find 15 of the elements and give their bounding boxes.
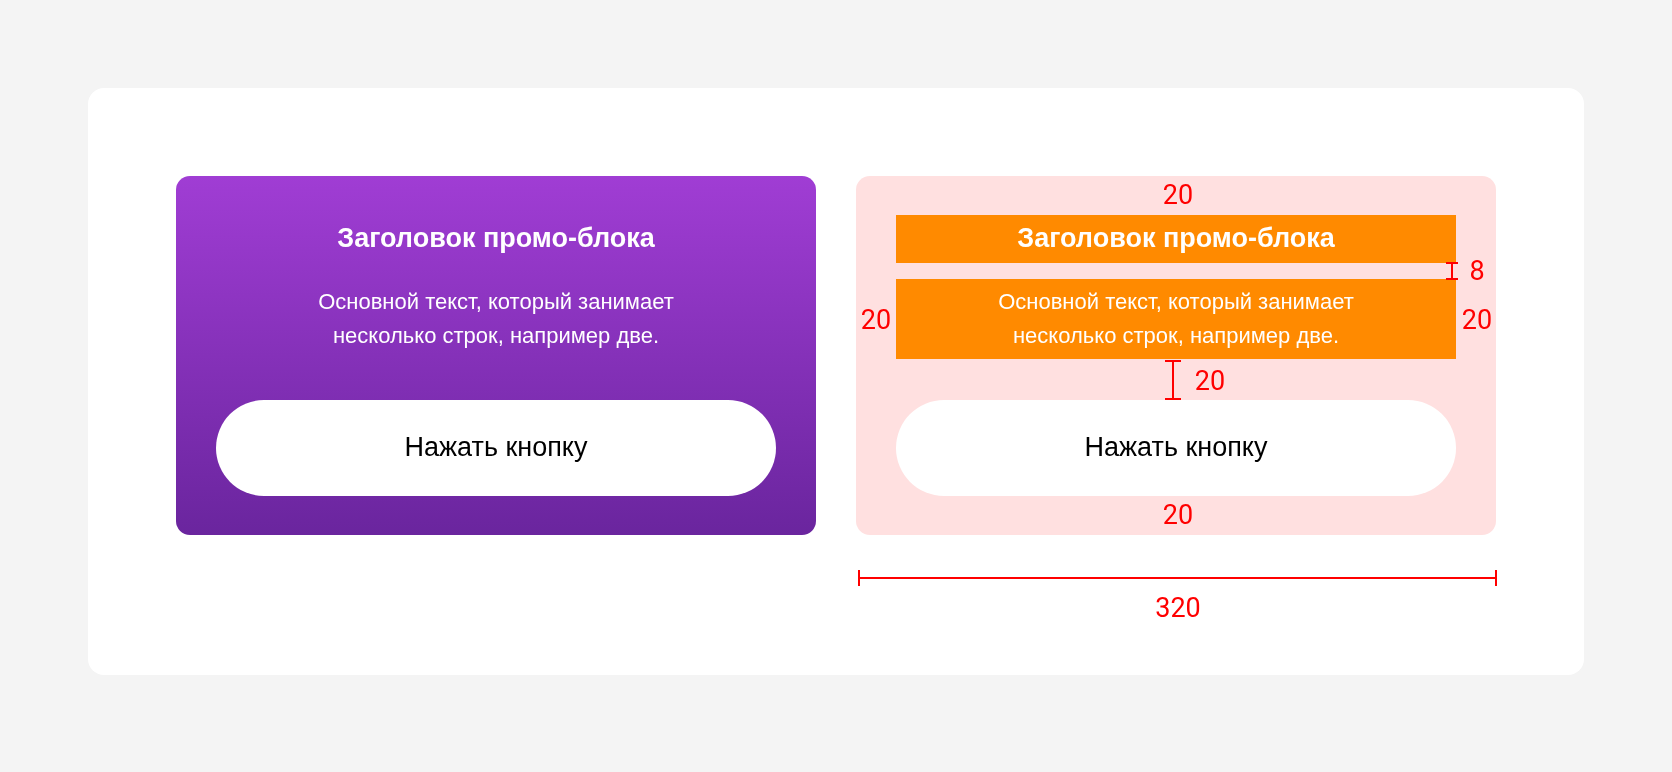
dimension-label: 20: [860, 305, 892, 335]
dimension-label: 8: [1469, 256, 1485, 286]
dimension-label: 320: [1155, 593, 1201, 623]
dimension-label: 20: [1461, 305, 1493, 335]
body-text: Основной текст, который занимает несколько строк, например две.: [216, 279, 776, 359]
promo-card: [856, 176, 1496, 535]
body-text: Основной текст, который занимает несколько строк, например две.: [896, 279, 1456, 359]
dimension-label: 20: [1162, 180, 1194, 210]
promo-title: Заголовок промо-блока: [896, 215, 1456, 263]
action-button: Нажать кнопку: [896, 400, 1456, 496]
dimension-label: 20: [1162, 500, 1194, 530]
action-button: Нажать кнопку: [216, 400, 776, 496]
promo-card: [176, 176, 816, 535]
promo-title: Заголовок промо-блока: [216, 215, 776, 263]
dimension-label: 20: [1194, 366, 1226, 396]
